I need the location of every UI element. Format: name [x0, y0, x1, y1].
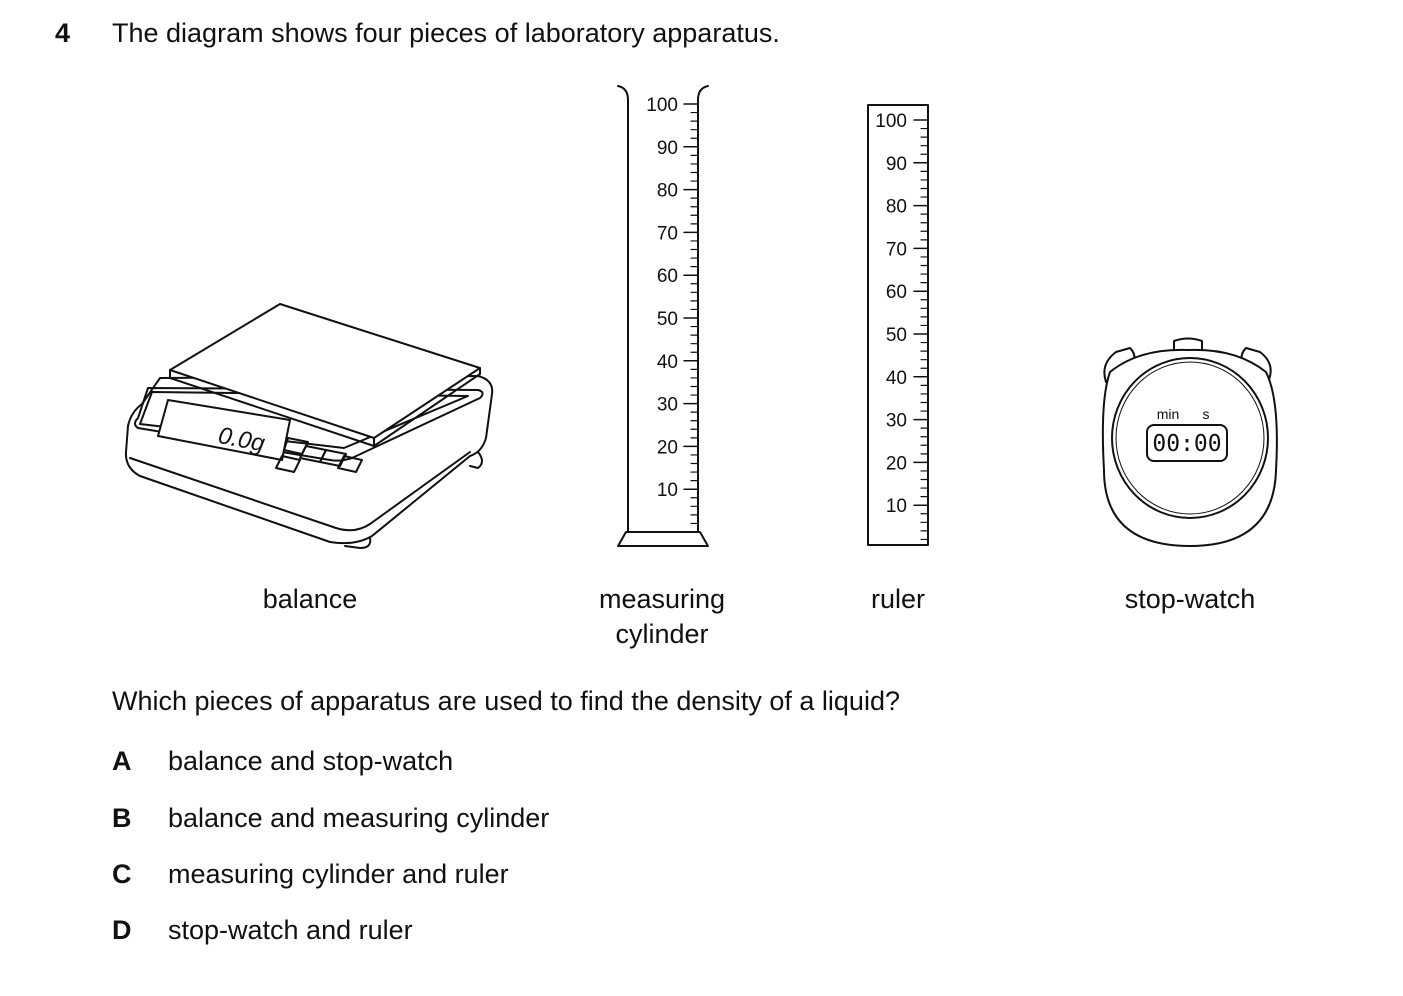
ruler-scale-label: 40	[886, 368, 907, 389]
ruler-scale-label: 80	[886, 197, 907, 218]
ruler-caption: ruler	[870, 584, 925, 614]
cylinder-scale-label: 50	[657, 309, 678, 330]
option-text: measuring cylinder and ruler	[168, 859, 509, 889]
ruler-scale-label: 60	[886, 282, 907, 303]
option-text: balance and stop-watch	[168, 746, 454, 776]
cylinder-scale-label: 90	[657, 138, 678, 159]
balance-caption: balance	[262, 584, 358, 614]
cylinder-scale-label: 100	[646, 95, 678, 116]
stopwatch-unit-s: s	[1203, 406, 1210, 422]
cylinder-scale-label: 40	[657, 352, 678, 373]
measuring-cylinder-caption-line2: cylinder	[615, 619, 709, 649]
measuring-cylinder-caption: measuring cylinder	[572, 582, 752, 652]
stopwatch-drawing: min s 00:00	[1101, 337, 1278, 547]
option-text: stop-watch and ruler	[168, 915, 413, 945]
ruler-drawing: 100 90 80 70 60 50 40 30 20 10	[867, 104, 929, 546]
option-letter: A	[112, 746, 132, 776]
cylinder-scale-label: 80	[657, 181, 678, 202]
option-text: balance and measuring cylinder	[168, 803, 550, 833]
option-letter: C	[112, 859, 132, 889]
option-letter: B	[112, 803, 132, 833]
question-prompt: Which pieces of apparatus are used to fi…	[112, 686, 900, 716]
ruler-scale-label: 90	[886, 154, 907, 175]
cylinder-scale-label: 10	[657, 480, 678, 501]
stopwatch-unit-min: min	[1157, 406, 1180, 422]
cylinder-scale-label: 20	[657, 437, 678, 458]
question-number: 4	[55, 18, 71, 48]
option-letter: D	[112, 915, 132, 945]
apparatus-diagram: 0.0g 100 90 80 70 60 50 40 30 20 10 100 90 80 70 60 50…	[0, 60, 1403, 660]
ruler-scale-label: 50	[886, 325, 907, 346]
cylinder-scale-label: 30	[657, 395, 678, 416]
balance-drawing: 0.0g	[124, 303, 494, 549]
ruler-scale-label: 70	[886, 239, 907, 260]
cylinder-scale-label: 70	[657, 223, 678, 244]
ruler-scale-label: 20	[886, 453, 907, 474]
question-stem: The diagram shows four pieces of laborat…	[112, 18, 780, 48]
cylinder-scale-label: 60	[657, 266, 678, 287]
ruler-scale-label: 30	[886, 411, 907, 432]
ruler-scale-label: 10	[886, 496, 907, 517]
measuring-cylinder-drawing: 100 90 80 70 60 50 40 30 20 10	[617, 85, 709, 547]
stopwatch-time: 00:00	[1152, 431, 1221, 457]
measuring-cylinder-caption-line1: measuring	[598, 584, 726, 614]
stopwatch-caption: stop-watch	[1124, 584, 1256, 614]
ruler-scale-label: 100	[875, 111, 907, 132]
